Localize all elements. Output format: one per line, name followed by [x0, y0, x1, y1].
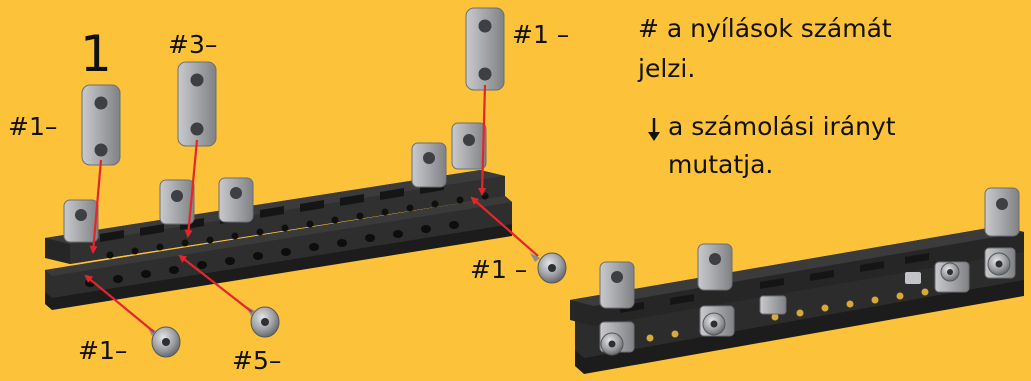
down-arrow-icon: [648, 118, 660, 141]
assembled-slots: [620, 253, 929, 313]
legend-hash-line2: jelzi.: [638, 54, 696, 83]
left-assembly: [45, 7, 567, 358]
right-assembly: [570, 187, 1024, 374]
label-screw-bottom-left: #1–: [78, 336, 128, 365]
arrow-screw-right: [470, 196, 539, 257]
arrow-plate-left: [89, 159, 103, 254]
screw-bottom-left: [147, 326, 181, 358]
assembled-screws: [600, 252, 1011, 356]
label-screw-right: #1 –: [470, 255, 528, 284]
arrow-plate-right: [478, 84, 487, 196]
screw-bottom-mid: [246, 306, 280, 338]
plate-mid: [177, 61, 217, 147]
assembled-screw-head: [600, 332, 624, 356]
rail-tab: [451, 122, 487, 170]
arrow-screw-bottom-left: [84, 274, 155, 333]
arrow-plate-mid: [184, 139, 199, 238]
rail-tab: [411, 142, 447, 188]
plate-right: [465, 7, 505, 91]
assembled-tab: [599, 261, 635, 309]
assembled-screw-head: [940, 262, 960, 282]
label-plate-right: #1 –: [512, 20, 570, 49]
rail-tab: [63, 199, 99, 243]
legend-arrow-line2: mutatja.: [668, 150, 774, 179]
label-screw-bottom-mid: #5–: [232, 346, 282, 375]
assembled-screw-head: [702, 312, 726, 336]
legend-arrow-line1: a számolási irányt: [668, 112, 896, 141]
assembled-screw-head: [987, 252, 1011, 276]
plate-left: [81, 84, 121, 166]
rail-tab: [218, 177, 254, 223]
lower-rail: [45, 196, 512, 310]
assembled-tab: [984, 187, 1020, 237]
upper-rail-slots: [100, 182, 444, 242]
rail-tab: [159, 179, 195, 225]
screw-right: [530, 252, 567, 284]
arrow-screw-bottom-mid: [178, 254, 253, 313]
assembled-holes: [646, 288, 929, 342]
label-plate-left: #1–: [8, 112, 58, 141]
upper-rail-holes: [106, 192, 489, 259]
legend-hash-line1: # a nyílások számát: [638, 14, 892, 43]
step-number: 1: [80, 25, 112, 83]
assembled-tab: [697, 243, 733, 291]
label-plate-mid: #3–: [168, 30, 218, 59]
assembly-arrows: [84, 84, 539, 333]
lower-rail-holes: [85, 221, 459, 287]
